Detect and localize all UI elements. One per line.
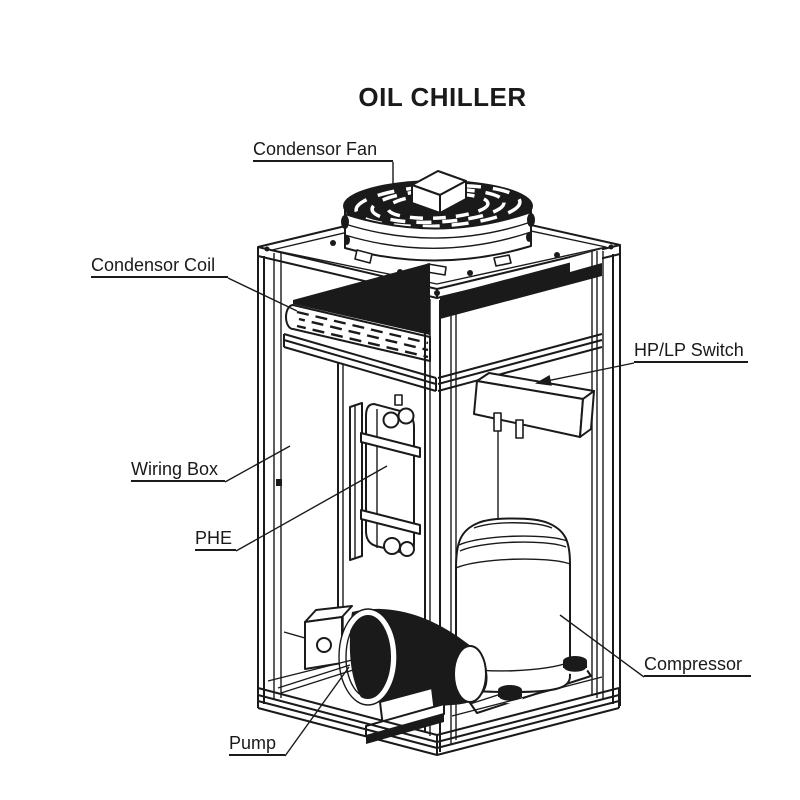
label-wiring-box: Wiring Box — [131, 458, 225, 482]
compressor-leader-line — [559, 614, 645, 678]
label-pump: Pump — [229, 732, 285, 756]
hp-lp-switch-drawing — [473, 372, 595, 519]
compressor-drawing — [455, 517, 592, 714]
condensor-coil-leader-line — [227, 277, 298, 312]
base-frame-drawing — [257, 657, 620, 756]
condenser-fan-drawing — [341, 170, 535, 276]
pump-leader-line — [284, 666, 350, 757]
label-compressor: Compressor — [644, 653, 751, 677]
hp-lp-switch-leader-line — [536, 362, 635, 384]
label-hp-lp-switch: HP/LP Switch — [634, 339, 748, 363]
hp-lp-switch-arrowhead — [535, 375, 552, 386]
mid-shelf-drawing — [283, 333, 603, 392]
leader-lines — [224, 162, 645, 757]
diagram-title: OIL CHILLER — [358, 82, 527, 112]
label-condensor-fan: Condensor Fan — [253, 138, 393, 162]
wiring-box-leader-line — [224, 445, 291, 483]
label-condensor-coil: Condensor Coil — [91, 254, 228, 278]
wiring-box-drawing — [283, 362, 344, 644]
label-phe: PHE — [195, 527, 236, 551]
phe-drawing — [349, 394, 421, 561]
phe-leader-line — [235, 465, 388, 552]
condenser-coil-drawing — [285, 249, 602, 362]
cabinet-frame-drawing — [257, 251, 621, 752]
